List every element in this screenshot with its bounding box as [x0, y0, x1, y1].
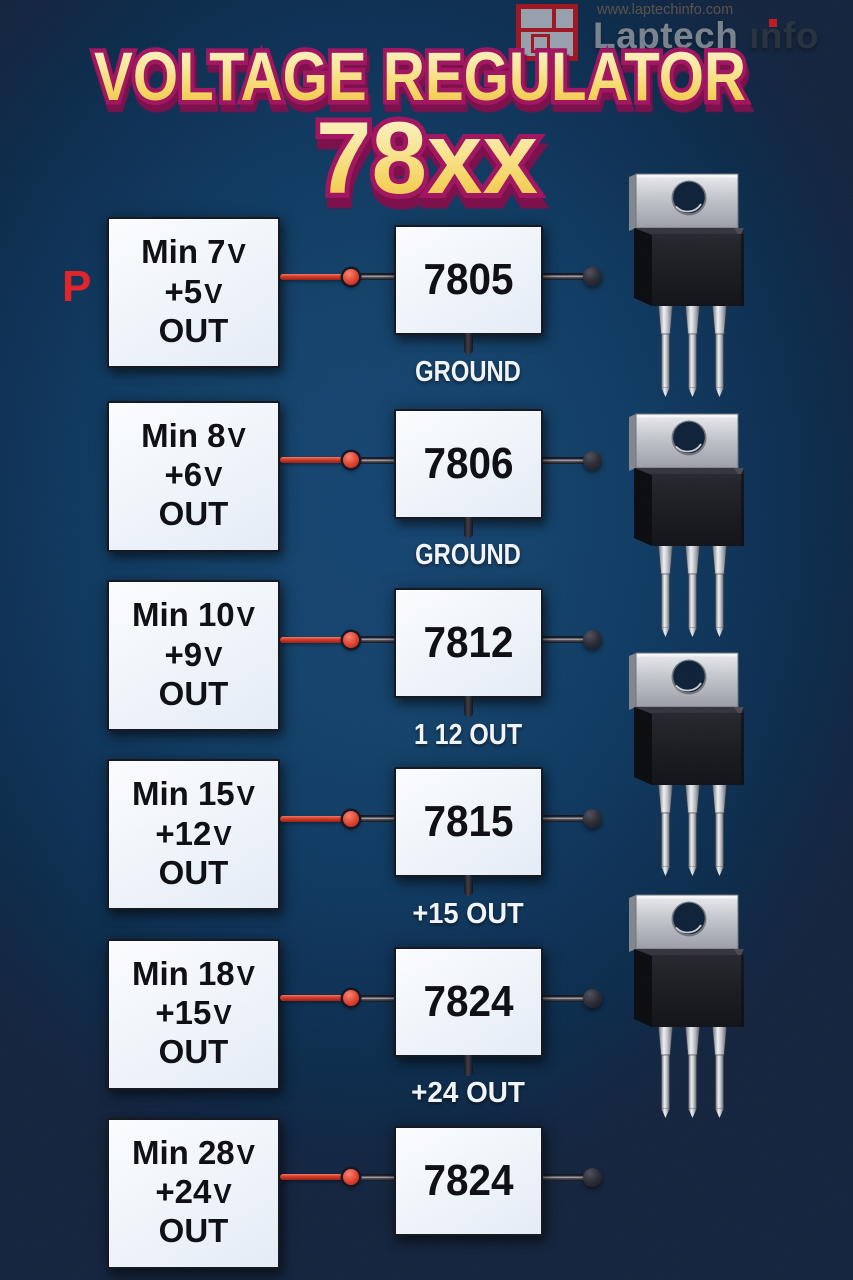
svg-text:78xx: 78xx [316, 101, 538, 215]
